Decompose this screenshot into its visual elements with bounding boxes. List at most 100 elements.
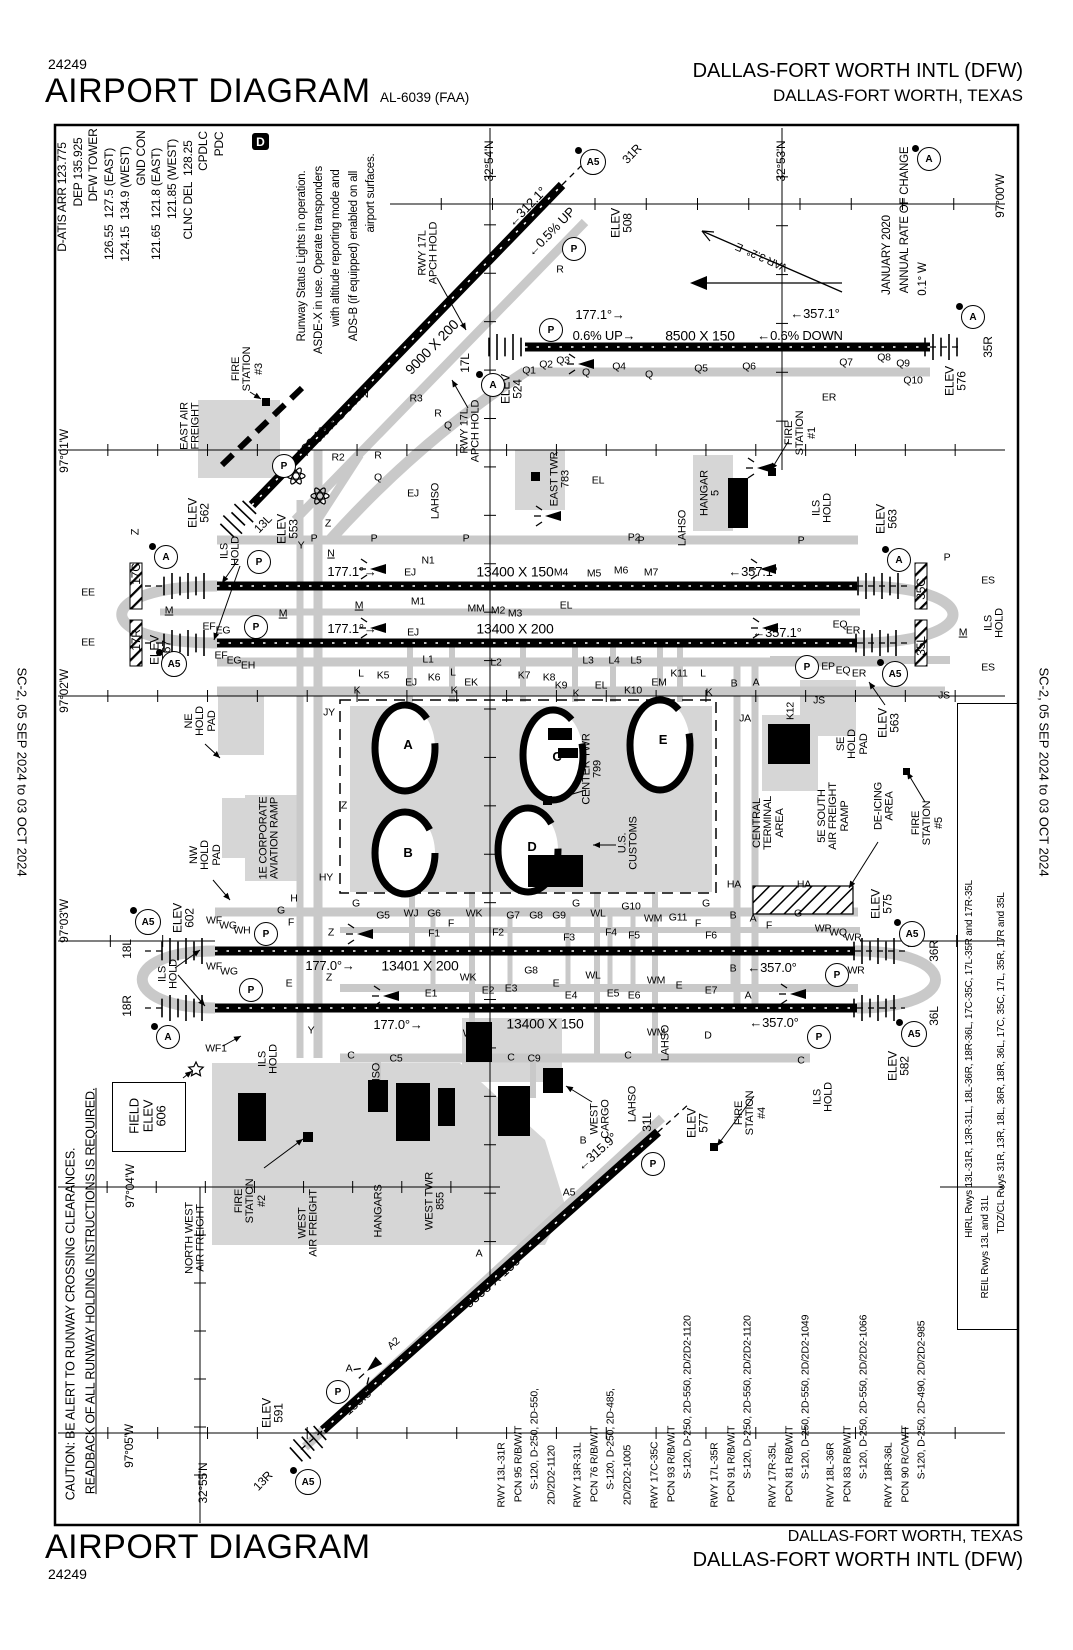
map-label: E3 — [504, 982, 518, 995]
taxi-route-circle-symbol: A5 — [156, 649, 187, 677]
map-label: 35R — [980, 336, 995, 358]
map-label: ←357.0° — [747, 960, 797, 976]
map-label: B — [730, 677, 738, 690]
map-label: 177.0°→ — [305, 958, 355, 974]
runway-pcn-data: S-120, D-250, 2D-550, — [528, 1388, 541, 1491]
map-label: R2 — [331, 451, 345, 464]
map-label: E — [552, 977, 560, 990]
map-label: R3 — [409, 392, 423, 405]
map-label: Q — [645, 368, 653, 381]
map-label: Q — [374, 471, 382, 484]
map-label: FIRE STATION #4 — [732, 1090, 768, 1136]
map-label: DE-ICING AREA — [872, 782, 896, 830]
parking-circle-symbol: P — [539, 318, 563, 342]
map-label: EJ — [407, 487, 419, 500]
map-label: K — [450, 684, 458, 697]
parking-circle-symbol: P — [247, 550, 271, 574]
map-label: ELEV 576 — [942, 366, 969, 396]
map-label: RWY 17L APCH HOLD — [416, 221, 440, 285]
map-label: G — [352, 897, 360, 910]
map-label: K9 — [554, 679, 568, 692]
map-label: A — [475, 1247, 483, 1260]
taxi-route-circle-symbol: A5 — [575, 147, 606, 175]
parking-circle-symbol: P — [239, 978, 263, 1002]
map-label: FIELD ELEV 606 — [126, 1098, 169, 1134]
runway-pcn-data: 2D/2D2-1120 — [545, 1445, 558, 1505]
map-label: ILS HOLD — [156, 959, 180, 989]
map-label: WJ — [403, 907, 419, 920]
map-label: NE HOLD PAD — [182, 706, 218, 736]
map-label: G — [572, 897, 580, 910]
map-label: A — [744, 989, 752, 1002]
operational-note: ASDE-X in use. Operate transponders — [313, 165, 326, 354]
map-label: C5 — [389, 1052, 403, 1065]
map-label: FIRE STATION #3 — [229, 346, 265, 392]
comm-frequencies: 121.65 121.8 (EAST) — [148, 147, 163, 261]
operational-note: ADS-B (if equipped) enabled on all — [347, 170, 360, 341]
map-label: HA — [726, 878, 742, 891]
map-label: 18R — [119, 995, 134, 1017]
map-label: G8 — [524, 964, 538, 977]
map-label: Z — [327, 926, 335, 939]
runway-pcn-data: PCN 81 R/B/W/T — [783, 1426, 796, 1503]
map-label: WEST TWR 855 — [423, 1172, 447, 1230]
map-label: 13401 X 200 — [381, 957, 459, 974]
map-label: G8 — [529, 909, 543, 922]
map-label: F — [765, 919, 773, 932]
map-label: WK — [465, 907, 483, 920]
map-label: K7 — [517, 669, 531, 682]
map-label: EM — [651, 676, 667, 689]
map-label: EL — [594, 679, 608, 692]
parking-circle-symbol: P — [272, 454, 296, 478]
map-label: K11 — [670, 667, 688, 680]
airport-city: DALLAS-FORT WORTH, TEXAS — [772, 86, 1023, 105]
comm-frequencies: DEP 135.925 — [70, 137, 85, 207]
map-label: F4 — [605, 926, 617, 939]
map-label: 13400 X 200 — [476, 620, 554, 637]
parking-circle-symbol: P — [641, 1152, 665, 1176]
beacon-icon — [746, 457, 773, 479]
map-label: WG — [219, 919, 237, 932]
map-label: F — [287, 916, 295, 929]
map-label: M — [278, 607, 288, 620]
map-label: A — [749, 912, 757, 925]
map-label: WQ — [829, 926, 847, 939]
taxi-route-circle-symbol: A — [882, 546, 911, 572]
map-label: R — [556, 263, 564, 276]
map-label: EJ — [407, 626, 419, 639]
map-label: P — [462, 532, 470, 545]
map-label: ILS HOLD — [811, 1082, 835, 1112]
map-label: F3 — [563, 931, 575, 944]
map-label: L3 — [582, 654, 594, 667]
map-label: 17L — [457, 353, 472, 373]
footer-title: AIRPORT DIAGRAM — [45, 1528, 371, 1566]
map-label: EK — [464, 676, 478, 689]
map-label: K — [705, 686, 713, 699]
map-label: ER — [851, 667, 867, 680]
map-label: Q6 — [742, 360, 756, 373]
map-label: L2 — [490, 656, 502, 669]
map-label: G — [794, 907, 802, 920]
map-label: G7 — [506, 909, 520, 922]
map-label: EQ — [835, 664, 851, 677]
map-label: EL — [591, 474, 605, 487]
beacon-icon — [359, 617, 386, 639]
map-label: Q10 — [903, 374, 923, 387]
runway-pcn-data: S-120, D-250, 2D-550, 2D/2D2-1066 — [857, 1314, 870, 1480]
airport-name: DALLAS-FORT WORTH INTL (DFW) — [692, 60, 1023, 82]
map-label: 177.1°→ — [575, 307, 625, 323]
map-label: 17R — [128, 629, 143, 651]
map-label: M — [164, 604, 174, 617]
map-label: M2 — [490, 604, 506, 617]
map-label: M3 — [507, 607, 523, 620]
map-label: M — [354, 599, 364, 612]
map-label: F — [447, 917, 455, 930]
map-label: EAST TWR 783 — [548, 451, 572, 507]
map-label: 36L — [926, 1006, 941, 1026]
taxi-route-circle-symbol: A5 — [877, 659, 908, 687]
map-label: 32°55'N — [195, 1462, 210, 1504]
taxi-route-circle-symbol: A — [476, 371, 505, 397]
map-label: ELEV 577 — [684, 1108, 711, 1138]
map-label: EL — [559, 599, 573, 612]
comm-frequencies: 124.15 134.9 (WEST) — [117, 146, 132, 262]
